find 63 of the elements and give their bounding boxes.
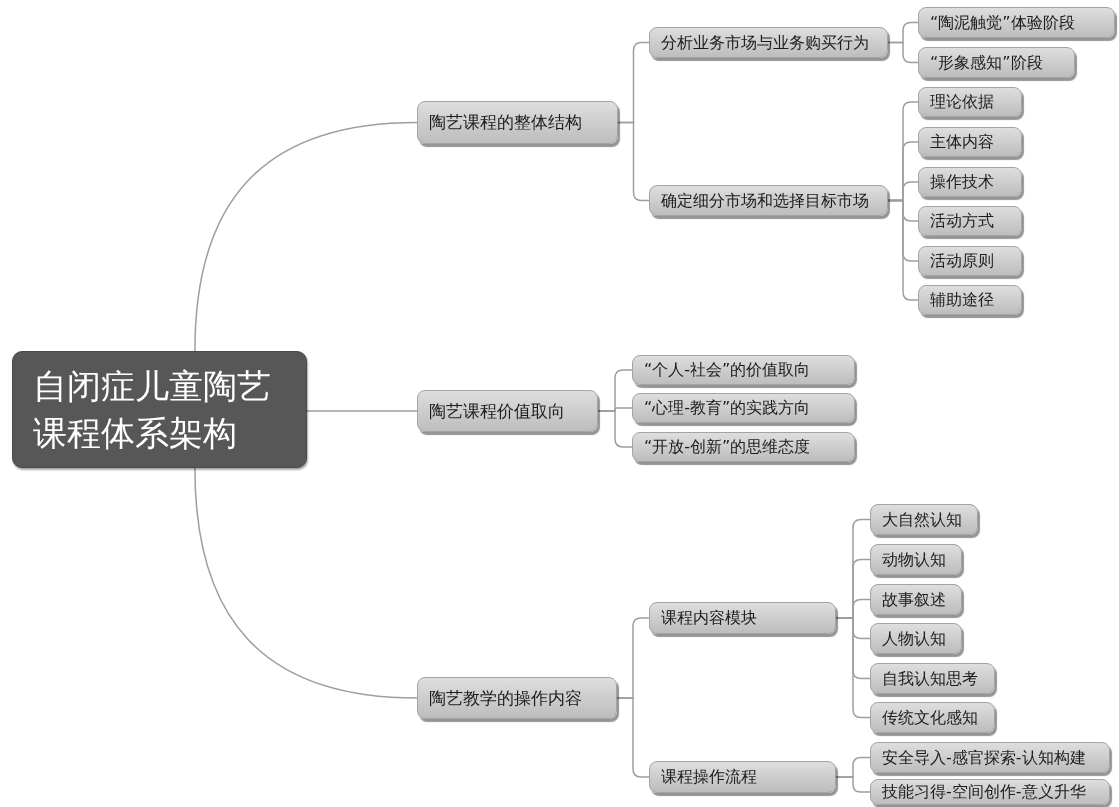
subtopic-text: “心理-教育”的实践方向 xyxy=(644,398,811,418)
subtopic-text: “个人-社会”的价值取向 xyxy=(644,360,811,380)
subtopic-text: 传统文化感知 xyxy=(882,707,978,728)
subtopic-card xyxy=(870,504,978,535)
subtopic-card xyxy=(870,779,1110,805)
central-topic-text: 自闭症儿童陶艺课程体系架构 xyxy=(33,364,272,455)
subtopic-card xyxy=(918,285,1022,315)
connector-line xyxy=(617,121,650,202)
central-topic-card xyxy=(12,351,307,468)
subtopic-text: 人物认知 xyxy=(882,628,946,649)
subtopic-text: 故事叙述 xyxy=(882,589,946,610)
subtopic-text: 大自然认知 xyxy=(882,509,962,530)
subtopic-card xyxy=(870,663,995,694)
connector-line xyxy=(835,776,871,793)
subtopic-text: 理论依据 xyxy=(930,92,994,112)
subtopic-text: 安全导入-感官探索-认知构建 xyxy=(882,747,1086,768)
subtopic-text: 辅助途径 xyxy=(930,290,994,310)
subtopic-card xyxy=(632,393,855,423)
subtopic-card xyxy=(870,702,995,733)
subtopic-card xyxy=(918,47,1075,78)
subtopic-text: 课程内容模块 xyxy=(661,608,757,628)
subtopic-card xyxy=(649,27,888,58)
subtopic-text: 活动方式 xyxy=(930,211,994,231)
main-topic-card xyxy=(417,390,598,432)
subtopic-text: “陶泥触觉”体验阶段 xyxy=(930,12,1075,33)
subtopic-card xyxy=(870,544,962,575)
main-topic-text: 陶艺课程的整体结构 xyxy=(429,112,582,133)
connector-line xyxy=(887,199,919,301)
subtopic-card xyxy=(918,7,1115,38)
subtopic-card xyxy=(918,127,1022,157)
subtopic-card xyxy=(632,432,855,462)
subtopic-text: 技能习得-空间创作-意义升华 xyxy=(882,782,1086,802)
subtopic-text: 主体内容 xyxy=(930,132,994,152)
subtopic-text: “形象感知”阶段 xyxy=(930,52,1043,73)
main-topic-card xyxy=(417,101,618,144)
main-topic-text: 陶艺教学的操作内容 xyxy=(429,687,582,709)
subtopic-text: 确定细分市场和选择目标市场 xyxy=(661,190,869,211)
subtopic-text: 活动原则 xyxy=(930,251,994,271)
subtopic-card xyxy=(649,761,836,793)
subtopic-text: 分析业务市场与业务购买行为 xyxy=(661,32,869,53)
connector-line xyxy=(616,697,650,778)
subtopic-card xyxy=(870,584,962,615)
connector-line xyxy=(194,121,418,352)
subtopic-card xyxy=(649,602,836,634)
subtopic-card xyxy=(918,167,1022,197)
subtopic-card xyxy=(870,742,1110,773)
connector-line xyxy=(597,410,633,448)
main-topic-text: 陶艺课程价值取向 xyxy=(429,400,565,422)
subtopic-text: 课程操作流程 xyxy=(661,767,757,787)
subtopic-card xyxy=(918,87,1022,117)
subtopic-text: 操作技术 xyxy=(930,172,994,192)
subtopic-text: 动物认知 xyxy=(882,549,946,570)
subtopic-card xyxy=(918,206,1022,236)
subtopic-card xyxy=(918,246,1022,276)
subtopic-card xyxy=(870,623,962,654)
subtopic-card xyxy=(649,185,888,216)
main-topic-card xyxy=(417,677,617,719)
connector-line xyxy=(887,41,919,64)
subtopic-card xyxy=(632,355,855,385)
subtopic-text: “开放-创新”的思维态度 xyxy=(644,437,811,457)
connector-line xyxy=(194,467,418,699)
subtopic-text: 自我认知思考 xyxy=(882,668,978,689)
connector-line xyxy=(306,410,418,412)
